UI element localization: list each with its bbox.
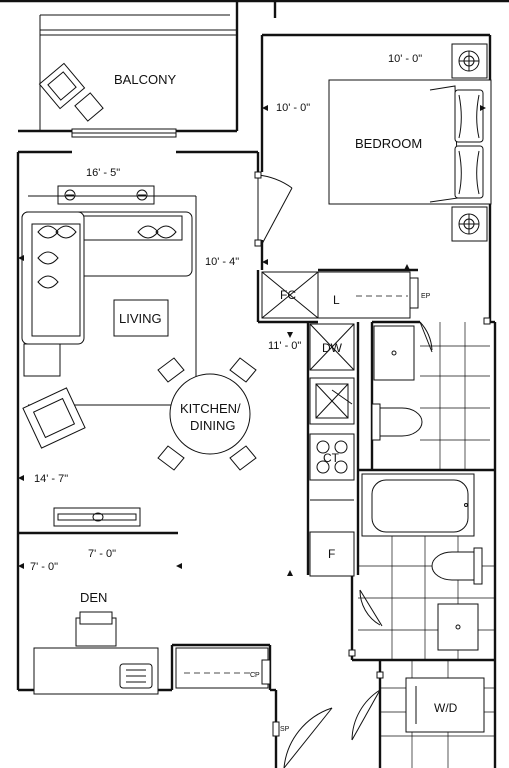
dimension-den-side: 7' - 0" — [30, 561, 58, 573]
bathroom-door — [348, 589, 384, 679]
fixture-label-closet-pantry: CP — [250, 672, 260, 679]
dimension-balcony: 16' - 5" — [86, 167, 120, 179]
nightstand-lamp-icon — [451, 206, 488, 242]
tv-unit-icon — [53, 507, 141, 527]
cooktop-icon — [309, 433, 355, 481]
balcony-chair-icon — [38, 62, 86, 110]
dimension-bedroom-top: 10' - 0" — [388, 53, 422, 65]
ottoman-icon — [23, 343, 61, 377]
fixture-label-linen: L — [333, 293, 340, 307]
fixture-label-electrical-panel: EP — [421, 293, 431, 300]
toilet-icon — [431, 547, 483, 585]
dimension-ticks — [18, 105, 486, 576]
fixture-label-sprinkler: SP — [280, 726, 290, 733]
dimension-den-top: 7' - 0" — [88, 548, 116, 560]
ensuite-floor-tiles — [420, 322, 490, 470]
sofa-icon — [21, 211, 193, 345]
desk-chair-icon — [75, 611, 117, 647]
closet-pantry — [175, 647, 271, 689]
bed-icon — [328, 79, 492, 205]
room-label-dining: DINING — [190, 418, 236, 433]
fixture-label-fridge: F — [328, 547, 335, 561]
room-label-kitchen: KITCHEN/ — [180, 401, 241, 416]
vanity-sink-icon — [437, 603, 479, 651]
dining-table-icon — [157, 357, 257, 471]
vanity-sink-icon — [373, 325, 415, 381]
entry-door — [272, 689, 381, 768]
room-label-balcony: BALCONY — [114, 72, 176, 87]
kitchen-sink-icon — [309, 377, 355, 425]
bathtub-icon — [361, 473, 475, 537]
dimension-kitchen: 11' - 0" — [268, 340, 301, 352]
fixture-label-dishwasher: DW — [322, 341, 343, 355]
living-label-box — [113, 299, 169, 337]
dishwasher-icon — [309, 323, 355, 371]
armchair-icon — [22, 387, 86, 449]
fridge-icon — [309, 531, 355, 577]
fixture-label-washer-dryer: W/D — [434, 701, 458, 715]
fixture-label-cooktop: CT — [323, 451, 340, 465]
bedroom-door — [254, 171, 293, 247]
ensuite-door — [419, 317, 491, 353]
nightstand-lamp-icon — [451, 43, 488, 79]
dimension-living: 14' - 7" — [34, 473, 68, 485]
room-label-living: LIVING — [119, 311, 162, 326]
washer-dryer-icon — [405, 677, 485, 733]
tv-console-icon — [57, 185, 155, 205]
room-label-bedroom: BEDROOM — [355, 136, 422, 151]
linen-closet — [317, 271, 419, 319]
dimension-passage: 10' - 4" — [205, 256, 239, 268]
balcony-table-icon — [74, 92, 104, 122]
dimension-bedroom-side: 10' - 0" — [276, 102, 310, 114]
fan-coil-unit — [261, 271, 319, 319]
desk-icon — [33, 647, 159, 695]
toilet-icon — [371, 403, 423, 441]
fixture-label-fan-coil: FC — [280, 288, 296, 302]
room-label-den: DEN — [80, 590, 107, 605]
